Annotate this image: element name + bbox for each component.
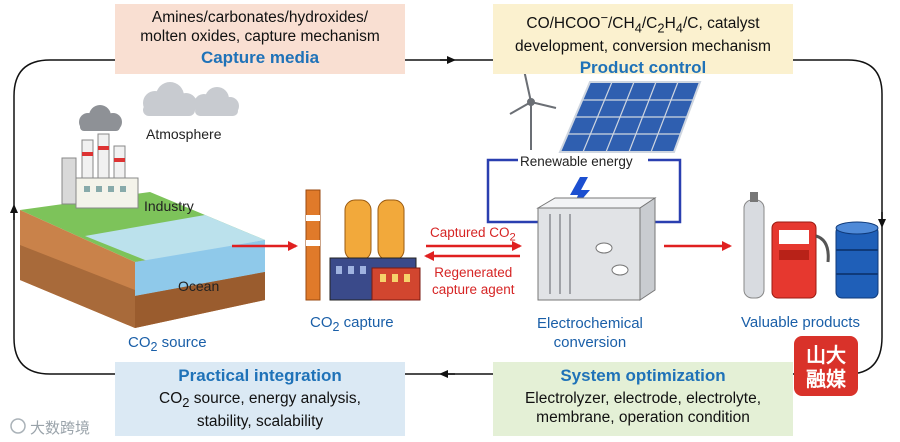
watermark-badge-text-bottom: 融媒 [806,367,847,391]
product-control-line1: CO/HCOO−/CH4/C2H4/C, catalyst [526,10,760,36]
system-optimization-line2: membrane, operation condition [536,409,750,426]
practical-integration-line1: CO2 source, energy analysis, [159,390,361,411]
industry-label: Industry [144,198,194,214]
product-control-title: Product control [579,58,707,78]
practical-integration-title: Practical integration [178,366,342,385]
watermark-badge-text-top: 山大 [806,343,846,367]
capture-media-line2: molten oxides, capture mechanism [140,28,380,45]
atmosphere-label: Atmosphere [146,126,222,142]
co2-source-landscape-icon [20,192,265,328]
cloud-icon [143,82,239,116]
capture-media-box: Amines/carbonates/hydroxides/ molten oxi… [115,4,405,74]
capture-media-line1: Amines/carbonates/hydroxides/ [151,9,369,26]
watermark-text: 大数跨境 [30,420,91,437]
renewable-label-bg [518,153,648,169]
watermark-logo-icon [10,418,26,434]
practical-integration-line2: stability, scalability [196,413,324,431]
ocean-label: Ocean [178,278,220,294]
captured-co2-label: Captured CO2 [430,225,516,244]
product-control-line2: development, conversion mechanism [515,38,771,56]
valuable-products-label: Valuable products [741,314,860,331]
practical-integration-box: Practical integration CO2 source, energy… [115,362,405,436]
co2-capture-label: CO2 capture [310,314,394,334]
solar-panel-icon [558,81,702,153]
system-optimization-box: System optimization Electrolyzer, electr… [493,362,793,436]
capture-media-title: Capture media [200,48,320,67]
electrolyzer-icon [536,197,657,301]
factory-icon [61,133,139,209]
wind-turbine-icon [509,69,557,150]
system-optimization-title: System optimization [560,366,726,385]
product-control-box: CO/HCOO−/CH4/C2H4/C, catalyst developmen… [493,4,793,77]
smoke-icon [79,105,122,131]
products-icon [743,192,879,299]
co2-source-label: CO2 source [128,334,207,354]
watermark-badge: 山大 融媒 [794,336,858,396]
system-optimization-line1: Electrolyzer, electrode, electrolyte, [524,390,762,407]
capture-plant-icon [305,189,421,301]
renewable-energy-label: Renewable energy [520,154,633,169]
